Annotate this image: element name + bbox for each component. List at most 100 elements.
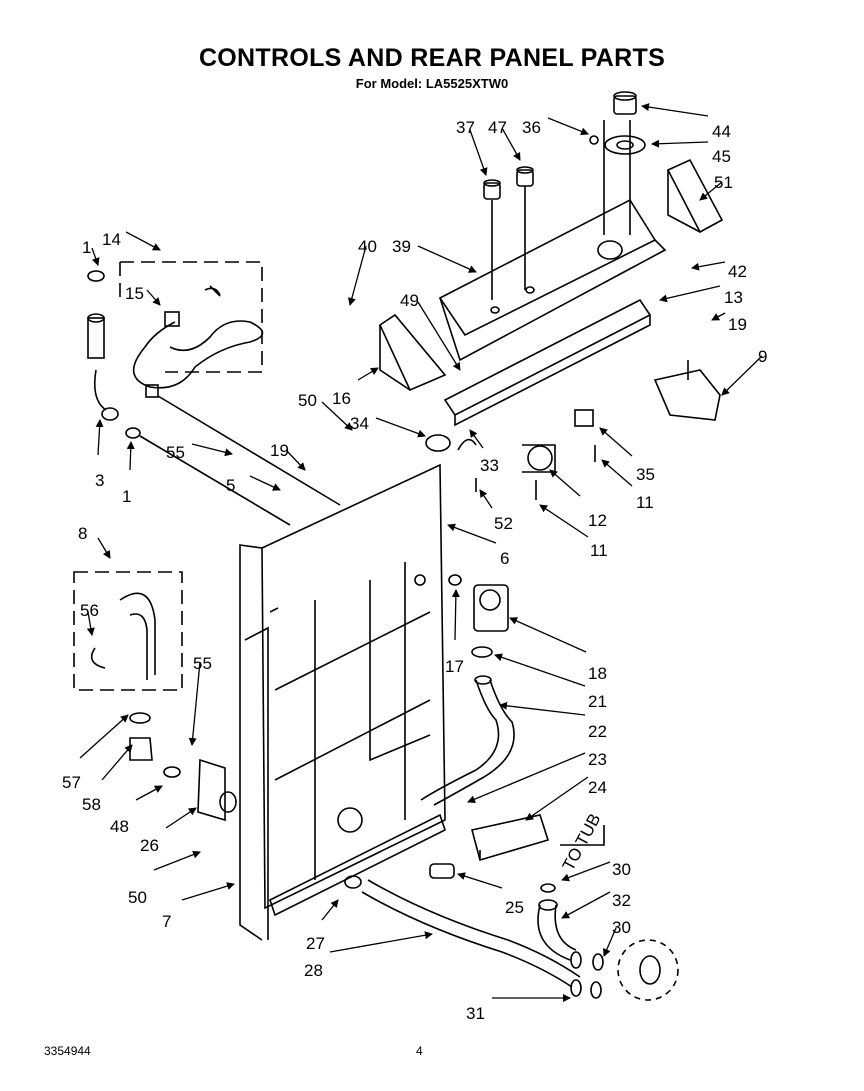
- selector-knobs: [483, 166, 534, 300]
- callout-leader-c35: [599, 427, 633, 457]
- callout-label-c56: 56: [80, 601, 99, 620]
- callout-leader-c55b: [188, 661, 201, 746]
- callout-leader-c37: [469, 129, 488, 176]
- timer-knob-stack: [589, 91, 646, 235]
- console-end-cap: [378, 313, 447, 392]
- callout-label-c33: 33: [480, 456, 499, 475]
- callout-leader-c11b: [601, 459, 633, 487]
- callout-leader-c9: [721, 355, 763, 396]
- callout-leader-c8: [97, 537, 111, 559]
- callout-label-c57: 57: [62, 773, 81, 792]
- callout-leader-c12: [549, 469, 581, 497]
- callout-leader-c30a: [561, 861, 611, 882]
- tub-drain-hose: [361, 825, 679, 1001]
- callout-leader-c15: [146, 289, 161, 306]
- callout-leader-c33: [469, 429, 484, 449]
- clip-and-bushing: [425, 434, 477, 492]
- callout-label-c37: 37: [456, 118, 475, 137]
- callout-label-c35: 35: [636, 465, 655, 484]
- hose-bracket: [471, 814, 550, 861]
- callout-label-c44: 44: [712, 122, 731, 141]
- callout-leader-c26: [165, 807, 197, 829]
- callout-label-c51: 51: [714, 173, 733, 192]
- callout-label-c7: 7: [162, 912, 171, 931]
- callout-leader-c42: [691, 261, 726, 271]
- callout-leader-c48: [135, 785, 163, 801]
- callout-label-c3: 3: [95, 471, 104, 490]
- pump-assembly: [163, 758, 237, 822]
- callout-leader-c6: [447, 523, 497, 544]
- switch-assembly: [666, 158, 724, 234]
- callout-leader-c30b: [603, 927, 617, 957]
- callout-label-c1b: 1: [122, 487, 131, 506]
- callout-label-c49: 49: [400, 291, 419, 310]
- callout-label-c58: 58: [82, 795, 101, 814]
- callout-leader-c50a: [321, 401, 353, 431]
- callout-label-c50a: 50: [298, 391, 317, 410]
- callout-leader-c17: [451, 589, 460, 641]
- callout-leader-c56: [86, 611, 95, 636]
- callout-leader-c14: [125, 231, 161, 251]
- callout-leader-c40: [347, 245, 367, 306]
- callout-label-c1a: 1: [82, 238, 91, 257]
- callout-label-c14: 14: [102, 230, 121, 249]
- parts-artwork: [73, 91, 724, 1001]
- callout-leader-c52: [479, 489, 493, 509]
- callout-leader-c49: [417, 301, 461, 371]
- callout-leader-c24: [525, 776, 589, 821]
- callout-leader-c3: [95, 419, 104, 456]
- callout-leader-c39: [417, 245, 477, 273]
- to-tub-annotation: TO TUB: [559, 810, 605, 873]
- callout-label-c32: 32: [612, 891, 631, 910]
- callout-label-c47: 47: [488, 118, 507, 137]
- fill-hose: [420, 646, 515, 806]
- callout-label-c55b: 55: [193, 654, 212, 673]
- callout-label-c52: 52: [494, 514, 513, 533]
- callout-label-c28: 28: [304, 961, 323, 980]
- small-switch-parts: [522, 409, 596, 500]
- callout-leader-c47: [501, 127, 521, 161]
- callout-label-c12: 12: [588, 511, 607, 530]
- callout-label-c42: 42: [728, 262, 747, 281]
- callout-label-c55a: 55: [166, 443, 185, 462]
- rear-panel: [239, 463, 446, 941]
- timer-motor: [653, 360, 721, 421]
- callout-leader-c21: [494, 653, 586, 687]
- callout-leader-c18: [509, 617, 587, 653]
- callout-label-c19a: 19: [270, 441, 289, 460]
- callout-label-c39: 39: [392, 237, 411, 256]
- callout-leader-c50b: [153, 850, 201, 871]
- callout-leader-c1a: [91, 247, 100, 266]
- callout-leader-c36: [547, 117, 589, 136]
- callout-leader-c16: [357, 367, 379, 381]
- callout-label-c17: 17: [445, 657, 464, 676]
- callout-label-c40: 40: [358, 237, 377, 256]
- callout-label-c22: 22: [588, 722, 607, 741]
- callout-label-c26: 26: [140, 836, 159, 855]
- water-valve: [448, 574, 509, 632]
- callout-label-c48: 48: [110, 817, 129, 836]
- callout-label-c6: 6: [500, 549, 509, 568]
- callout-label-c8: 8: [78, 524, 87, 543]
- callout-leader-c34: [375, 417, 426, 438]
- callout-leader-c5: [249, 475, 281, 491]
- callout-label-c11b: 11: [636, 493, 654, 512]
- callout-label-c30a: 30: [612, 860, 631, 879]
- drain-clip: [344, 863, 455, 889]
- callout-label-c25: 25: [505, 898, 524, 917]
- page-number: 4: [416, 1044, 423, 1058]
- callout-label-c13: 13: [724, 288, 743, 307]
- callout-label-c30b: 30: [612, 918, 631, 937]
- callout-leader-c19a: [285, 449, 306, 471]
- callout-leader-c25: [457, 872, 503, 889]
- callout-leader-c19b: [711, 312, 726, 321]
- inlet-hose-parts: [87, 270, 341, 526]
- callout-label-c9: 9: [758, 347, 767, 366]
- callout-label-c36: 36: [522, 118, 541, 137]
- callout-leader-c32: [561, 891, 611, 919]
- document-number: 3354944: [44, 1044, 91, 1058]
- callout-leader-c51: [699, 181, 723, 201]
- callout-leader-c22: [499, 701, 586, 716]
